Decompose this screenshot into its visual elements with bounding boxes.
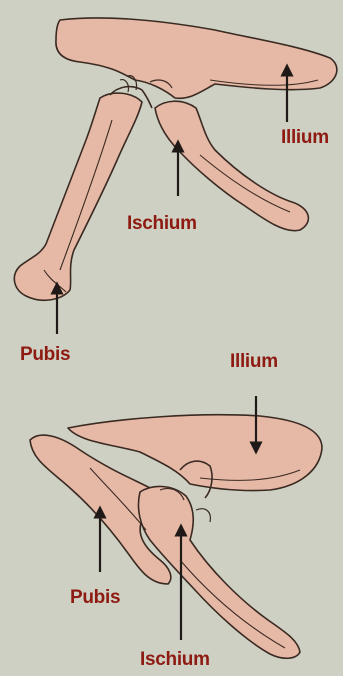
label-top-ischium: Ischium xyxy=(127,214,197,233)
label-top-pubis: Pubis xyxy=(20,345,70,364)
top-pubis-bone xyxy=(14,93,142,300)
bottom-pelvis xyxy=(30,415,322,659)
top-ilium-bone xyxy=(56,18,337,98)
label-bottom-illium: Illium xyxy=(230,352,278,371)
top-pelvis xyxy=(14,18,337,300)
label-top-illium: Illium xyxy=(281,128,329,147)
label-bottom-pubis: Pubis xyxy=(70,588,120,607)
label-bottom-ischium: Ischium xyxy=(140,650,210,669)
